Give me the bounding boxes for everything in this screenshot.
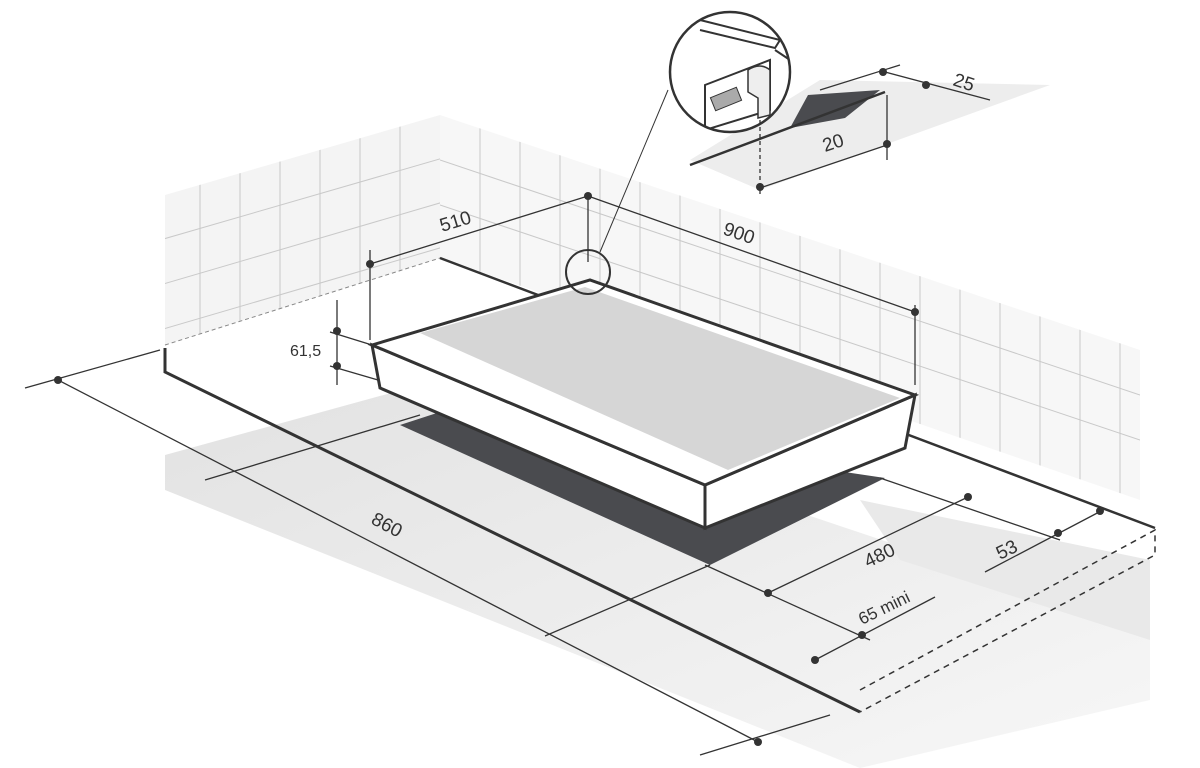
left-wall-tiles: [165, 115, 440, 345]
cabinet-side-shadow: [860, 500, 1150, 640]
floor-shadow: [165, 385, 1150, 768]
hob: [367, 278, 920, 531]
hob-glass-surface: [420, 287, 900, 470]
countertop-front-edge: [163, 348, 861, 714]
countertop-dashed-edge: [859, 528, 1156, 713]
gas-inlet-detail: 20 25: [668, 10, 1050, 195]
dim-hob-height: 61,5: [290, 343, 321, 360]
